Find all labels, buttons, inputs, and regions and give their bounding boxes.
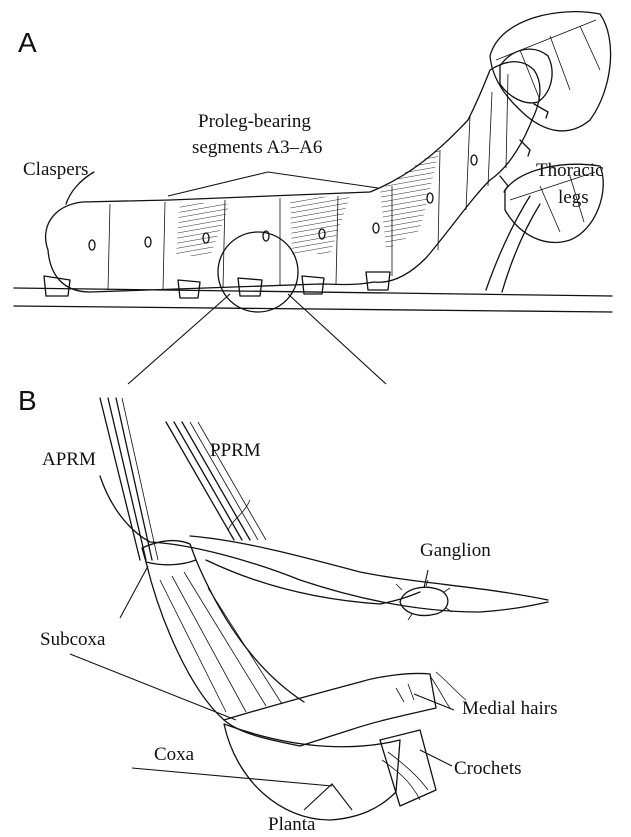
retractor-muscles [100, 398, 266, 560]
panel-b-letter: B [18, 385, 37, 416]
label-medial-hairs: Medial hairs [462, 698, 558, 719]
label-ganglion: Ganglion [420, 540, 491, 561]
panel-a-letter: A [18, 27, 37, 58]
magnifier-circle [218, 232, 298, 312]
leaf-illustration [490, 12, 611, 243]
label-proleg-line2: segments A3–A6 [192, 137, 322, 158]
label-thoracic-line2: legs [558, 187, 589, 208]
label-subcoxa: Subcoxa [40, 629, 106, 650]
label-aprm: APRM [42, 449, 96, 470]
proleg-structure [142, 541, 466, 820]
label-claspers: Claspers [23, 159, 88, 180]
label-crochets: Crochets [454, 758, 522, 779]
label-thoracic-line1: Thoracic [536, 160, 604, 181]
label-pprm: PPRM [210, 440, 261, 461]
label-coxa: Coxa [154, 744, 195, 765]
panel-a: A [14, 12, 612, 312]
caterpillar-body [46, 49, 552, 292]
label-planta: Planta [268, 814, 316, 835]
label-proleg-line1: Proleg-bearing [198, 111, 311, 132]
panel-b: B [18, 385, 558, 835]
